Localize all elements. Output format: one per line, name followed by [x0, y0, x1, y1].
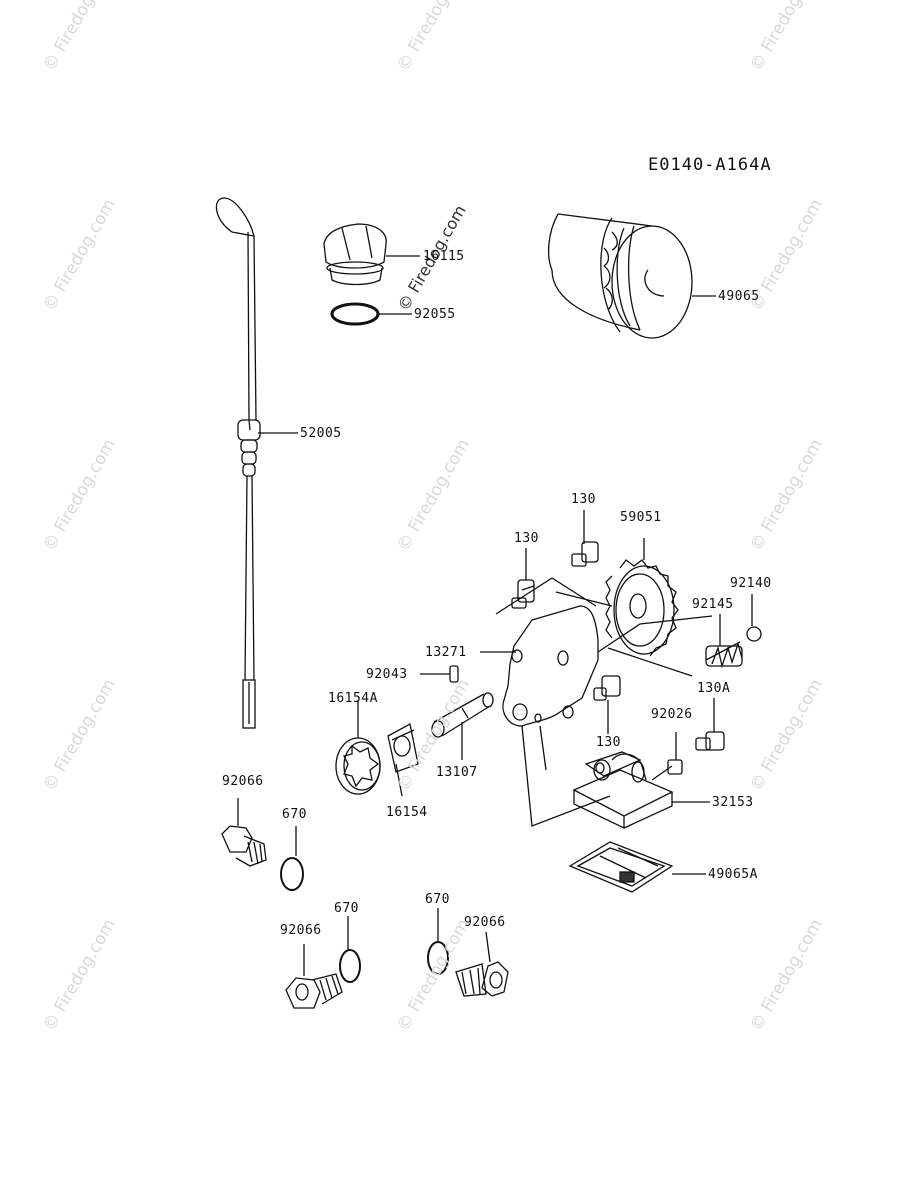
- part-label: 59051: [620, 510, 662, 525]
- part-label: 13107: [436, 765, 478, 780]
- oring-670-a: [280, 857, 304, 891]
- part-label: 670: [282, 807, 307, 822]
- part-label: 49065: [718, 289, 760, 304]
- part-label: 92066: [222, 774, 264, 789]
- drain-plug-92066-c: [455, 931, 509, 997]
- part-label: 670: [425, 892, 450, 907]
- pump-cover-13271: [480, 605, 599, 727]
- drain-plug-92066-a: [221, 798, 267, 867]
- part-label: 670: [334, 901, 359, 916]
- inner-rotor-16154: [387, 723, 419, 797]
- part-label: 52005: [300, 426, 342, 441]
- part-label: 130: [571, 492, 596, 507]
- part-label: 92026: [651, 707, 693, 722]
- oring-92055: [330, 302, 380, 326]
- outer-rotor-16154A: [335, 700, 381, 795]
- drain-plug-92066-b: [285, 944, 343, 1009]
- part-label: 130: [514, 531, 539, 546]
- part-label: 92066: [464, 915, 506, 930]
- filler-cap-16115: [323, 223, 420, 286]
- ball-92140: [746, 626, 762, 642]
- diagram-code: E0140-A164A: [648, 155, 772, 175]
- part-label: 92066: [280, 923, 322, 938]
- screen-49065A: [568, 841, 674, 893]
- gear-59051: [605, 538, 679, 657]
- part-label: 92145: [692, 597, 734, 612]
- part-label: 13271: [425, 645, 467, 660]
- part-label: 92043: [366, 667, 408, 682]
- part-label: 32153: [712, 795, 754, 810]
- plug-92026: [667, 759, 683, 775]
- part-label: 92055: [414, 307, 456, 322]
- oil-filter-49065: [547, 213, 716, 339]
- shaft-13107: [431, 692, 494, 760]
- bolt-130-b: [571, 541, 599, 567]
- part-label: 16115: [423, 249, 465, 264]
- part-label: 130A: [697, 681, 731, 696]
- part-label: 92140: [730, 576, 772, 591]
- bolt-130A: [695, 731, 725, 751]
- dipstick-52005: [215, 197, 261, 729]
- bolt-130-c: [593, 675, 621, 701]
- part-label: 49065A: [708, 867, 758, 882]
- spring-92145: [705, 641, 743, 669]
- part-label: 16154A: [328, 691, 378, 706]
- strainer-32153: [572, 751, 674, 830]
- part-label: 16154: [386, 805, 428, 820]
- part-label: 130: [596, 735, 621, 750]
- oring-670-b: [339, 949, 361, 983]
- bolt-130-a: [511, 579, 535, 609]
